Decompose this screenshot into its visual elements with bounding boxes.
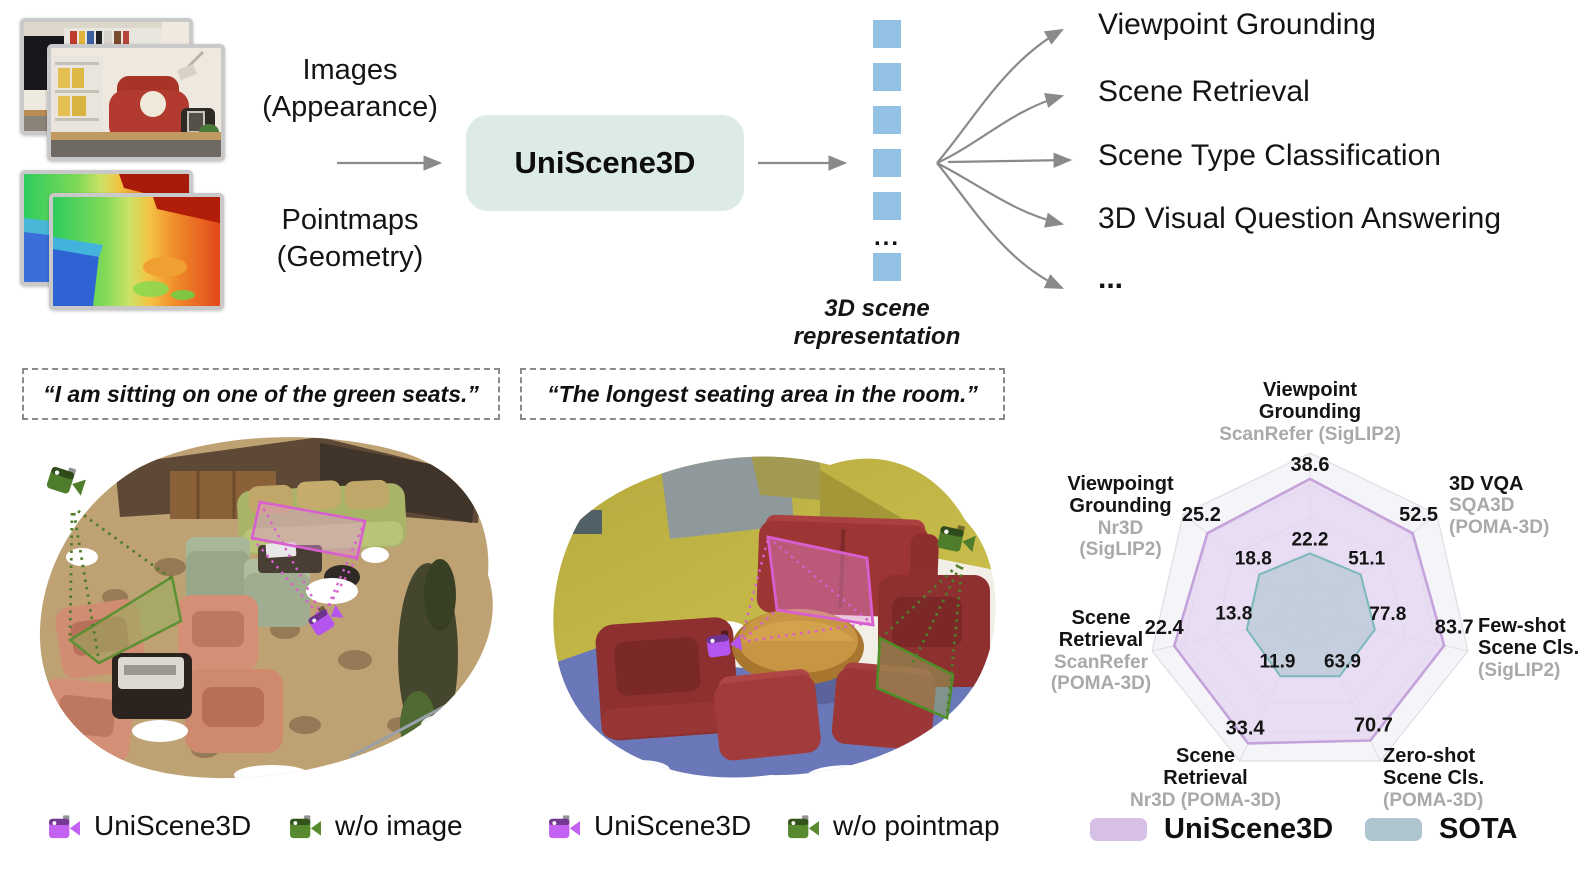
representation-caption: 3D scene representation (793, 295, 961, 350)
radar-plot-area: 38.6 52.5 83.7 70.7 33.4 22.4 25.2 22.2 51.1 77.8… (1145, 452, 1474, 762)
legend-label: w/o image (335, 810, 463, 841)
radar-value-label: 83.7 (1435, 617, 1474, 639)
arrow-to-task-1 (936, 28, 1064, 164)
axis-label-viewpoingt-grounding-nr3d: Viewpoingt Grounding Nr3D (SigLIP2) (1058, 473, 1183, 560)
radar-value-label: 38.6 (1291, 454, 1330, 476)
arrow-to-task-3 (947, 152, 1073, 168)
scene-seating-area (520, 425, 1020, 802)
axis-title: Few-shot Scene Cls. (1478, 615, 1580, 660)
pointcloud-scene-left (39, 437, 493, 779)
axis-label-scene-retrieval-nr3d: Scene Retrieval Nr3D (POMA-3D) (1108, 745, 1303, 811)
radar-legend-sota: SOTA (1365, 813, 1517, 846)
legend-label: UniScene3D (594, 810, 752, 841)
task-viewpoint-grounding: Viewpoint Grounding (1098, 8, 1376, 41)
token-square (873, 149, 901, 177)
wo-image-frustum (45, 462, 183, 665)
radar-value-label: 25.2 (1182, 504, 1221, 526)
radar-series-outline-SOTA (1245, 552, 1376, 678)
scene-furniture (553, 456, 996, 778)
pointmap-image (53, 197, 220, 306)
video-camera-icon (548, 812, 581, 841)
arrow-to-task-4 (936, 162, 1065, 228)
radar-value-label: 22.4 (1145, 617, 1185, 639)
axis-subtitle: SQA3D (POMA-3D) (1449, 495, 1550, 538)
radar-value-label: 52.5 (1399, 504, 1438, 526)
photo-red-armchair (51, 48, 221, 157)
model-box: UniScene3D (466, 115, 744, 211)
input-photo-front (47, 44, 225, 161)
axis-label-3d-vqa: 3D VQA SQA3D (POMA-3D) (1449, 473, 1589, 538)
axis-title: Scene Retrieval (1163, 745, 1248, 790)
axis-label-few-shot-scene-cls: Few-shot Scene Cls. (SigLIP2) (1478, 615, 1590, 681)
radar-chart: 38.6 52.5 83.7 70.7 33.4 22.4 25.2 22.2 51.1 77.8… (1050, 355, 1591, 865)
images-input-label: Images (Appearance) (262, 54, 438, 123)
axis-title: Zero-shot Scene Cls. (1383, 745, 1485, 790)
uniscene3d-frustum (705, 535, 875, 658)
wo-pointmap-frustum (875, 521, 978, 720)
caption-text: “I am sitting on one of the green seats.… (43, 380, 479, 407)
token-square (873, 63, 901, 91)
radar-value-label: 13.8 (1215, 603, 1252, 624)
arrow-to-task-5 (936, 162, 1065, 290)
radar-value-label: 11.9 (1260, 651, 1296, 672)
radar-value-label: 33.4 (1226, 717, 1266, 739)
axis-subtitle: (POMA-3D) (1383, 789, 1484, 811)
axis-subtitle: ScanRefer (POMA-3D) (1050, 651, 1152, 695)
axis-subtitle: Nr3D (POMA-3D) (1130, 789, 1281, 811)
legend-left-wo-image: w/o image (289, 810, 463, 842)
caption-box-right: “The longest seating area in the room.” (520, 368, 1005, 420)
radar-value-label: 70.7 (1354, 715, 1393, 737)
caption-text: “The longest seating area in the room.” (547, 380, 978, 407)
axis-title: Viewpoingt Grounding (1067, 473, 1174, 518)
token-column: ... (873, 20, 901, 296)
axis-label-viewpoint-grounding-scanrefer: Viewpoint Grounding ScanRefer (SigLIP2) (1210, 379, 1410, 445)
radar-value-label: 77.8 (1369, 604, 1406, 625)
arrow-to-task-2 (936, 93, 1065, 164)
token-square (873, 106, 901, 134)
legend-right-uniscene3d: UniScene3D (548, 810, 751, 842)
radar-value-label: 22.2 (1292, 529, 1329, 550)
legend-label: w/o pointmap (833, 810, 1000, 841)
legend-label: UniScene3D (1164, 813, 1334, 845)
axis-label-scene-retrieval-scanrefer: Scene Retrieval ScanRefer (POMA-3D) (1050, 607, 1152, 694)
task-scene-retrieval: Scene Retrieval (1098, 75, 1310, 108)
task-scene-type-classification: Scene Type Classification (1098, 139, 1441, 172)
model-name: UniScene3D (514, 145, 696, 180)
axis-subtitle: Nr3D (SigLIP2) (1079, 517, 1162, 561)
scene-viewpoint-grounding (20, 425, 510, 802)
axis-subtitle: ScanRefer (SigLIP2) (1219, 423, 1401, 445)
token-square (873, 192, 901, 220)
axis-title: 3D VQA (1449, 473, 1524, 495)
token-square (873, 20, 901, 48)
radar-legend-uniscene3d: UniScene3D (1090, 813, 1333, 846)
task-3d-vqa: 3D Visual Question Answering (1098, 202, 1502, 235)
axis-label-zero-shot-scene-cls: Zero-shot Scene Cls. (POMA-3D) (1383, 745, 1533, 811)
radar-value-label: 63.9 (1324, 651, 1361, 672)
input-pointmap-front (49, 193, 224, 310)
pipeline-arrows (337, 28, 1073, 290)
radar-series-outline-UniScene3D (1172, 477, 1446, 745)
video-camera-icon (289, 812, 322, 841)
legend-left-uniscene3d: UniScene3D (48, 810, 251, 842)
radar-value-label: 51.1 (1348, 549, 1385, 570)
legend-swatch (1365, 818, 1422, 841)
axis-title: Scene Retrieval (1058, 607, 1144, 652)
pointcloud-scene-right (553, 456, 996, 778)
video-camera-icon (787, 812, 820, 841)
legend-right-wo-pointmap: w/o pointmap (787, 810, 1000, 842)
task-ellipsis: ... (1098, 262, 1124, 295)
legend-label: SOTA (1439, 813, 1518, 845)
axis-subtitle: (SigLIP2) (1478, 659, 1561, 681)
token-square (873, 253, 901, 281)
legend-label: UniScene3D (94, 810, 252, 841)
pointmaps-input-label: Pointmaps (Geometry) (276, 204, 424, 273)
axis-title: Viewpoint Grounding (1258, 379, 1362, 424)
radar-value-label: 18.8 (1235, 549, 1272, 570)
green-camera-icon (45, 462, 88, 499)
video-camera-icon (48, 812, 81, 841)
uniscene3d-frustum (250, 500, 367, 637)
caption-box-left: “I am sitting on one of the green seats.… (22, 368, 500, 420)
legend-swatch (1090, 818, 1147, 841)
radar-series-fill-SOTA (1246, 553, 1375, 677)
